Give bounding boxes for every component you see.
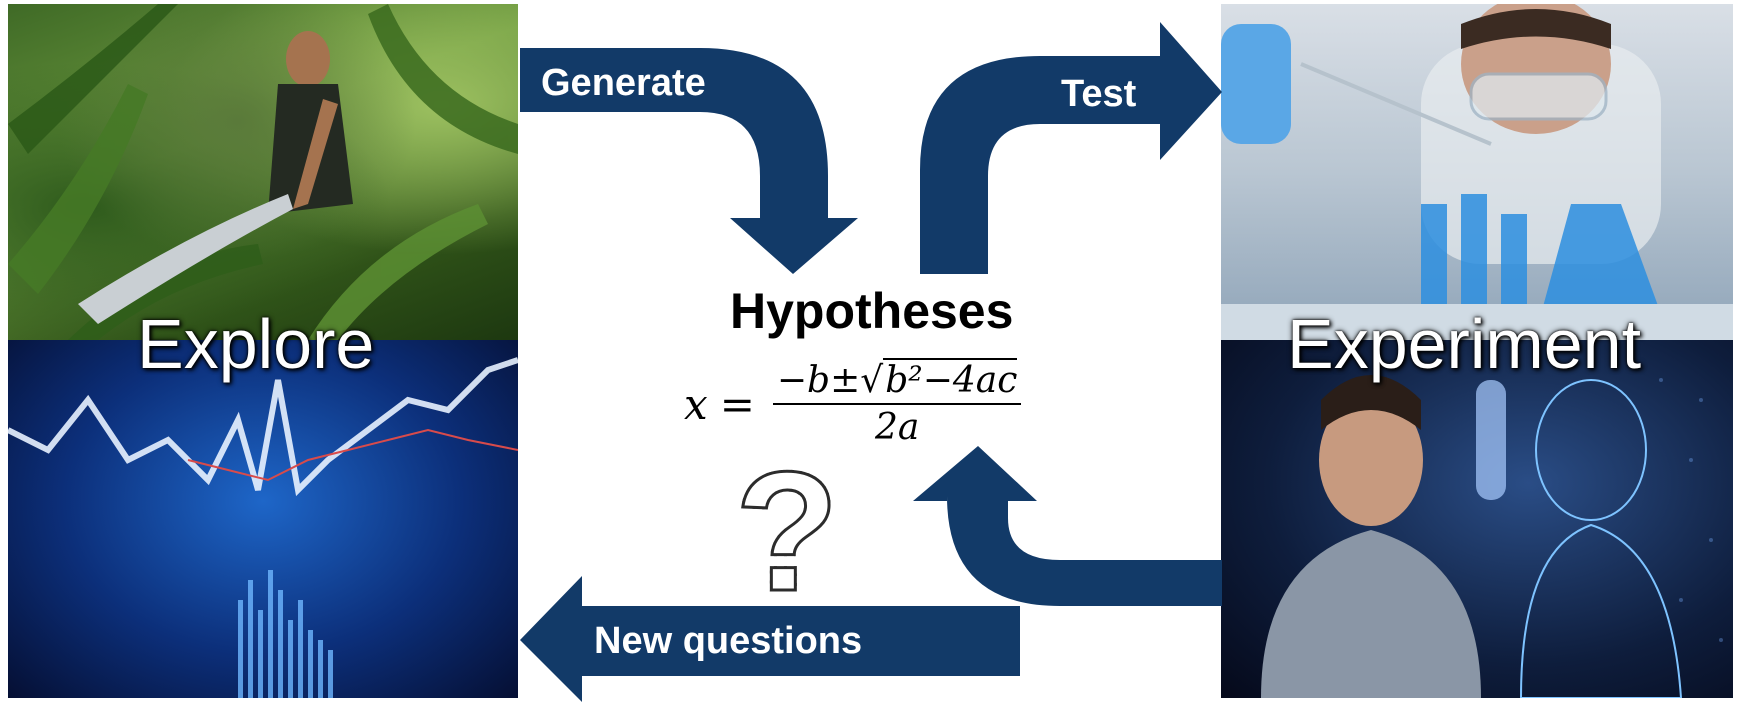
test-arrow	[920, 22, 1222, 274]
new-questions-label: New questions	[594, 620, 863, 662]
formula-equals: =	[719, 379, 755, 429]
quadratic-formula: x = −b±√b²−4ac 2a	[684, 358, 1022, 448]
jungle-explorer-photo	[8, 4, 518, 340]
test-label: Test	[1061, 73, 1137, 115]
explore-label: Explore	[137, 305, 375, 383]
human-hologram-photo	[1221, 340, 1733, 698]
generate-arrow	[520, 48, 858, 274]
learn-label: Learn	[1074, 620, 1178, 662]
fraction-bar	[772, 403, 1022, 405]
experiment-label: Experiment	[1287, 305, 1642, 383]
learn-arrow	[913, 446, 1222, 606]
hypotheses-title: Hypotheses	[730, 283, 1014, 339]
formula-numerator: −b±√b²−4ac	[773, 358, 1022, 403]
formula-radicand: b²−4ac	[883, 358, 1018, 401]
formula-fraction: −b±√b²−4ac 2a	[772, 358, 1022, 448]
formula-denominator: 2a	[874, 407, 920, 448]
new-questions-arrow	[520, 576, 1020, 702]
generate-label: Generate	[541, 62, 706, 104]
formula-lhs: x	[684, 379, 708, 429]
question-mark-icon: ?	[734, 437, 841, 627]
stock-chart-photo	[8, 340, 518, 698]
sqrt-icon: √	[860, 360, 884, 401]
formula-numerator-prefix: −b±	[776, 360, 861, 401]
lab-scientist-photo	[1221, 4, 1733, 340]
